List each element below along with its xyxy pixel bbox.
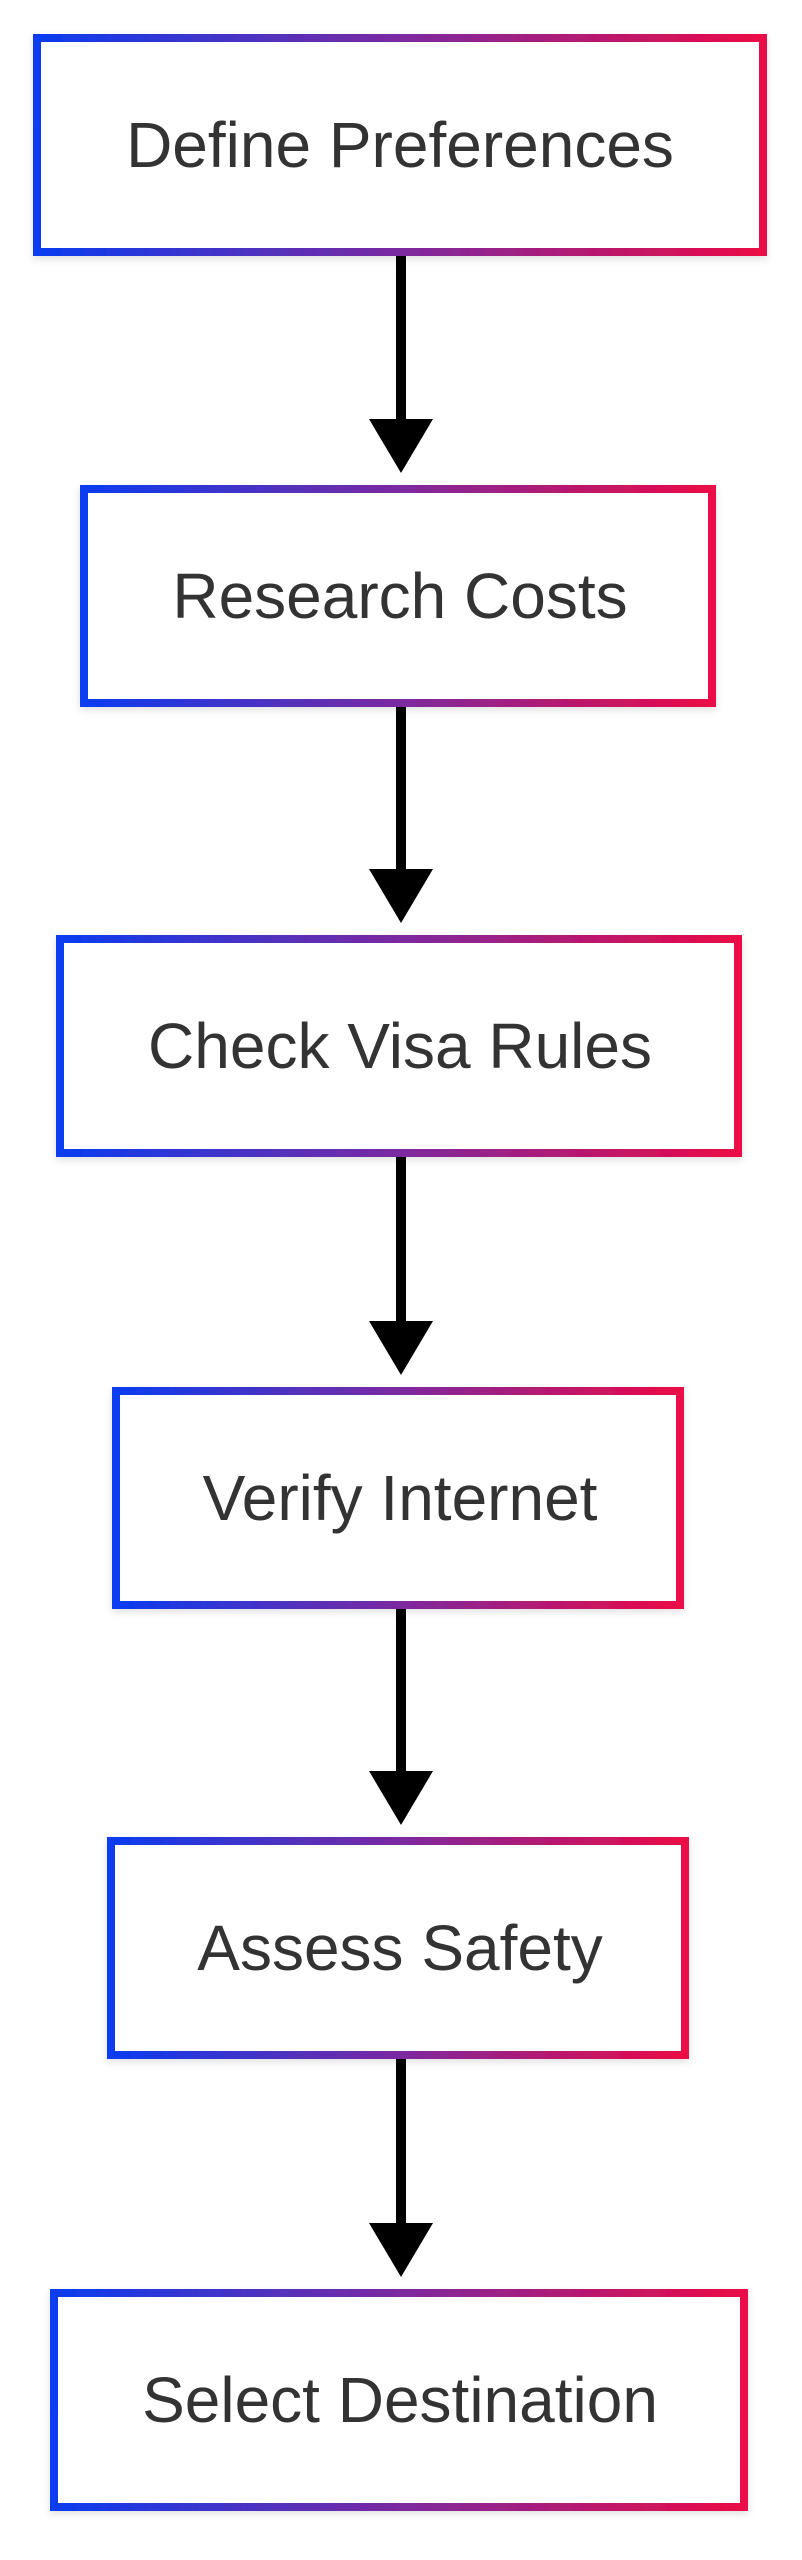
edge-3 <box>369 1156 433 1375</box>
node-label: Research Costs <box>172 560 627 632</box>
node-verify-internet[interactable]: Verify Internet <box>112 1387 684 1609</box>
node-select-destination[interactable]: Select Destination <box>50 2289 748 2511</box>
node-assess-safety[interactable]: Assess Safety <box>107 1837 689 2059</box>
node-label: Define Preferences <box>126 109 674 181</box>
node-research-costs[interactable]: Research Costs <box>80 485 716 707</box>
node-label: Check Visa Rules <box>148 1010 652 1082</box>
edge-2 <box>369 706 433 923</box>
node-define-preferences[interactable]: Define Preferences <box>33 34 767 256</box>
node-label: Assess Safety <box>197 1912 603 1984</box>
node-label: Select Destination <box>142 2364 658 2436</box>
edge-5 <box>369 2058 433 2277</box>
node-label: Verify Internet <box>203 1462 598 1534</box>
node-check-visa-rules[interactable]: Check Visa Rules <box>56 935 742 1157</box>
edge-4 <box>369 1608 433 1825</box>
edge-1 <box>369 254 433 473</box>
